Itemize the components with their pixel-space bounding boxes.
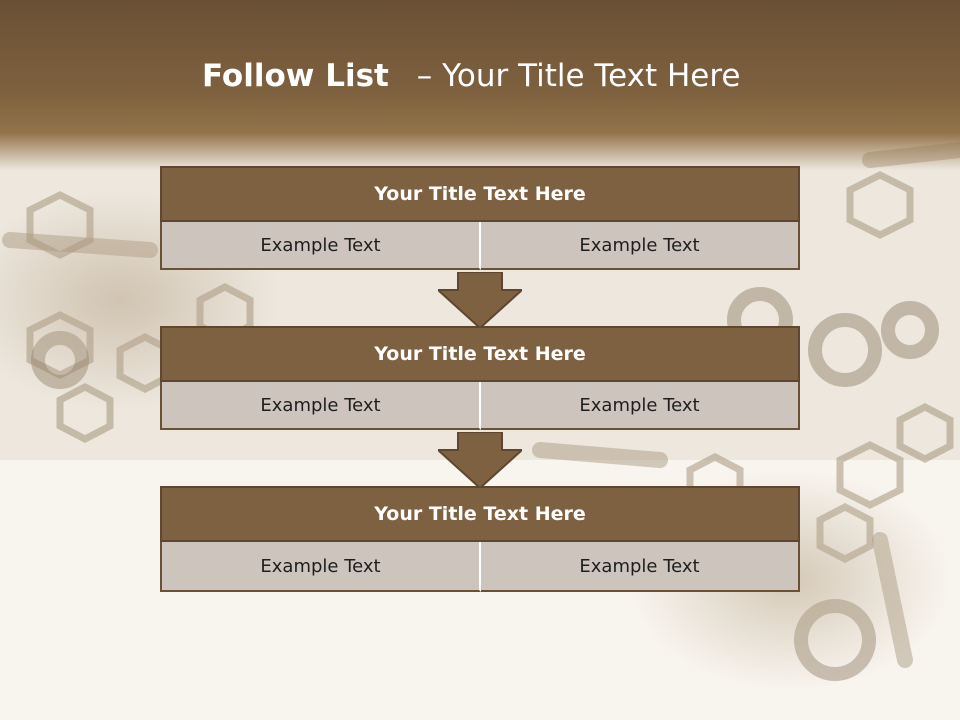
- header-band: [0, 0, 960, 170]
- list-block: Your Title Text Here Example Text Exampl…: [160, 326, 800, 430]
- block-title: Your Title Text Here: [160, 486, 800, 542]
- block-cell-right: Example Text: [481, 382, 800, 430]
- title-bold: Follow List: [202, 58, 389, 94]
- block-cell-right: Example Text: [481, 542, 800, 592]
- block-row: Example Text Example Text: [160, 542, 800, 592]
- block-cell-left: Example Text: [160, 222, 481, 270]
- list-block: Your Title Text Here Example Text Exampl…: [160, 486, 800, 592]
- slide-title: Follow List – Your Title Text Here: [202, 52, 740, 100]
- block-title: Your Title Text Here: [160, 166, 800, 222]
- list-block: Your Title Text Here Example Text Exampl…: [160, 166, 800, 270]
- block-cell-right: Example Text: [481, 222, 800, 270]
- block-cell-left: Example Text: [160, 382, 481, 430]
- block-row: Example Text Example Text: [160, 222, 800, 270]
- block-cell-left: Example Text: [160, 542, 481, 592]
- block-row: Example Text Example Text: [160, 382, 800, 430]
- title-rest: Your Title Text Here: [442, 58, 741, 94]
- title-separator: –: [416, 58, 433, 94]
- down-arrow-icon: [438, 432, 522, 488]
- down-arrow-icon: [438, 272, 522, 328]
- block-title: Your Title Text Here: [160, 326, 800, 382]
